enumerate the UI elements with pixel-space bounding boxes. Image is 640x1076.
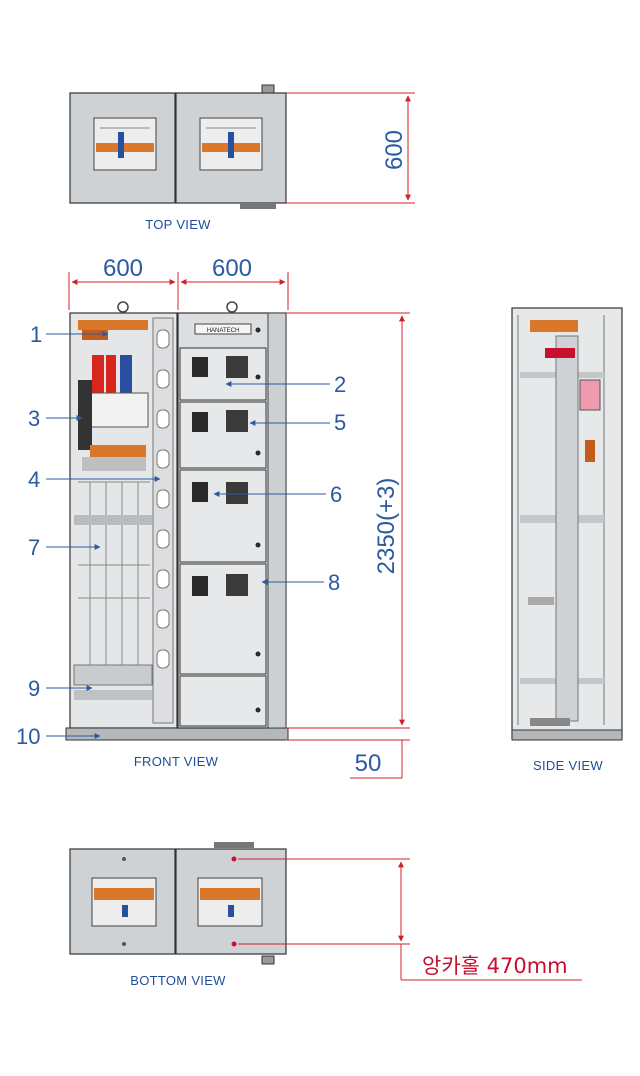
callout-1: 1 — [30, 322, 42, 347]
dimension-anchor-holes: 앙카홀 470mm — [238, 858, 582, 981]
callout-7: 7 — [28, 535, 40, 560]
callout-5: 5 — [334, 410, 346, 435]
front-left-cabinet — [65, 301, 289, 741]
callout-8: 8 — [328, 570, 340, 595]
side-view — [511, 307, 623, 741]
base-label: 50 — [355, 750, 382, 777]
callout-2: 2 — [334, 372, 346, 397]
front-width-right-label: 600 — [212, 255, 252, 282]
dimension-front-widths: 600 600 — [68, 255, 289, 310]
top-view-label: TOP VIEW — [145, 217, 211, 232]
callout-4: 4 — [28, 467, 40, 492]
bottom-view-label: BOTTOM VIEW — [130, 973, 226, 988]
callout-10: 10 — [16, 724, 40, 749]
top-depth-label: 600 — [381, 130, 408, 170]
top-view — [69, 84, 287, 209]
dimension-height: 2350(+3) 50 — [286, 312, 410, 779]
callouts: 1 3 4 7 9 10 2 5 6 8 — [16, 322, 346, 749]
front-view-label: FRONT VIEW — [134, 754, 219, 769]
bottom-view — [69, 842, 287, 965]
height-label: 2350(+3) — [373, 478, 400, 575]
anchor-holes-label: 앙카홀 470mm — [422, 954, 568, 978]
front-width-left-label: 600 — [103, 255, 143, 282]
front-right-cabinet: HANATECH — [177, 301, 287, 729]
brand-plate: HANATECH — [207, 328, 240, 334]
dimension-top-depth: 600 — [286, 92, 415, 204]
callout-3: 3 — [28, 406, 40, 431]
callout-6: 6 — [330, 482, 342, 507]
callout-9: 9 — [28, 676, 40, 701]
side-view-label: SIDE VIEW — [533, 758, 603, 773]
